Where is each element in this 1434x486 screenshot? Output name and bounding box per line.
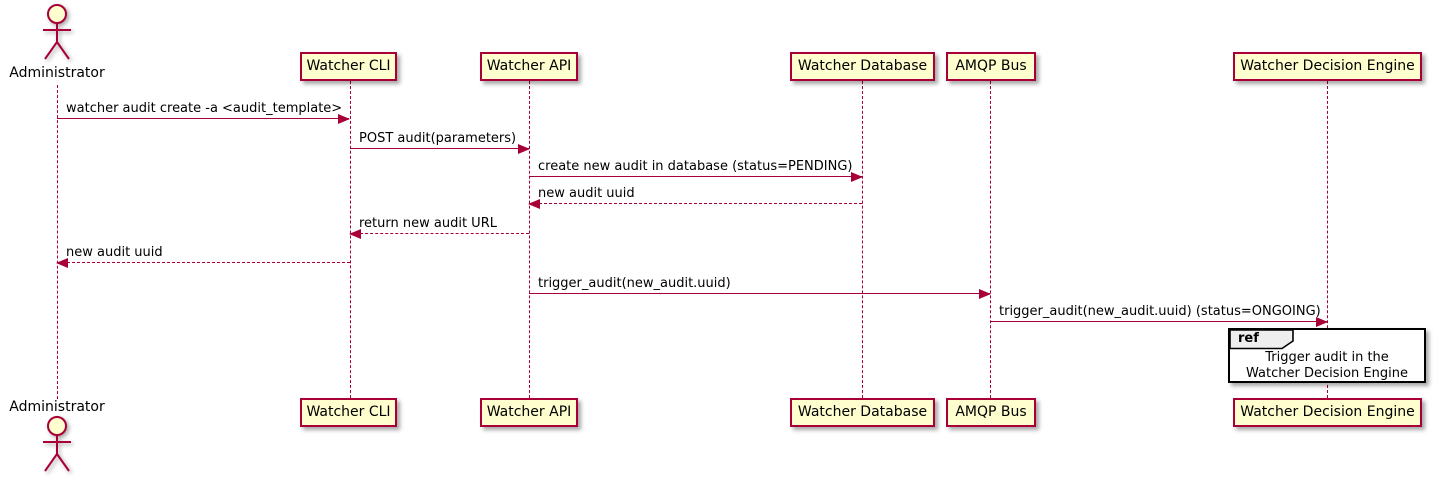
participant-top-amqp-bus: AMQP Bus xyxy=(946,52,1036,81)
ref-header: ref xyxy=(1229,329,1295,350)
lifeline-amqp-bus xyxy=(990,81,991,398)
message-label: create new audit in database (status=PEN… xyxy=(538,159,853,174)
ref-text-line2: Watcher Decision Engine xyxy=(1246,366,1408,381)
actor-icon xyxy=(35,3,79,67)
message-label: watcher audit create -a <audit_template> xyxy=(66,101,343,116)
message-label: new audit uuid xyxy=(66,245,163,260)
ref-keyword: ref xyxy=(1238,331,1259,346)
lifeline-watcher-decision-engine xyxy=(1327,81,1328,398)
participant-top-watcher-database: Watcher Database xyxy=(790,52,935,81)
participant-top-watcher-cli: Watcher CLI xyxy=(300,52,397,81)
message-return-audit-url: return new audit URL xyxy=(349,216,529,239)
ref-body: Trigger audit in the Watcher Decision En… xyxy=(1230,350,1424,382)
arrowhead-right-icon xyxy=(1316,317,1328,327)
participant-bottom-watcher-decision-engine: Watcher Decision Engine xyxy=(1233,398,1422,427)
participant-top-watcher-decision-engine: Watcher Decision Engine xyxy=(1233,52,1422,81)
arrowhead-right-icon xyxy=(518,144,530,154)
message-label: POST audit(parameters) xyxy=(359,131,517,146)
participant-bottom-watcher-api: Watcher API xyxy=(480,398,578,427)
lifeline-watcher-api xyxy=(529,81,530,398)
lifeline-administrator xyxy=(57,85,58,399)
message-trigger-audit: trigger_audit(new_audit.uuid) xyxy=(529,276,991,299)
participant-bottom-watcher-cli: Watcher CLI xyxy=(300,398,397,427)
message-label: new audit uuid xyxy=(538,186,635,201)
message-trigger-audit-ongoing: trigger_audit(new_audit.uuid) (status=ON… xyxy=(990,304,1328,327)
participant-bottom-watcher-database: Watcher Database xyxy=(790,398,935,427)
participant-bottom-amqp-bus: AMQP Bus xyxy=(946,398,1036,427)
message-label: trigger_audit(new_audit.uuid) xyxy=(538,276,731,291)
ref-fragment: ref Trigger audit in the Watcher Decisio… xyxy=(1228,328,1426,383)
message-create-audit-db: create new audit in database (status=PEN… xyxy=(529,159,863,182)
message-label: return new audit URL xyxy=(359,216,497,231)
actor-label-top: Administrator xyxy=(9,65,105,81)
actor-label-bottom: Administrator xyxy=(9,399,105,415)
lifeline-watcher-database xyxy=(862,81,863,398)
arrowhead-left-icon xyxy=(528,199,540,209)
arrowhead-right-icon xyxy=(338,114,350,124)
ref-text-line1: Trigger audit in the xyxy=(1265,350,1389,365)
message-new-audit-uuid-return: new audit uuid xyxy=(528,186,862,209)
arrowhead-right-icon xyxy=(979,289,991,299)
message-post-audit: POST audit(parameters) xyxy=(350,131,530,154)
arrowhead-left-icon xyxy=(56,258,68,268)
message-label: trigger_audit(new_audit.uuid) (status=ON… xyxy=(999,304,1321,319)
arrowhead-left-icon xyxy=(349,229,361,239)
arrowhead-right-icon xyxy=(851,172,863,182)
lifeline-watcher-cli xyxy=(350,81,351,398)
message-new-audit-uuid-admin: new audit uuid xyxy=(56,245,350,268)
message-audit-create: watcher audit create -a <audit_template> xyxy=(57,101,350,124)
actor-icon xyxy=(35,415,79,479)
participant-top-watcher-api: Watcher API xyxy=(480,52,578,81)
